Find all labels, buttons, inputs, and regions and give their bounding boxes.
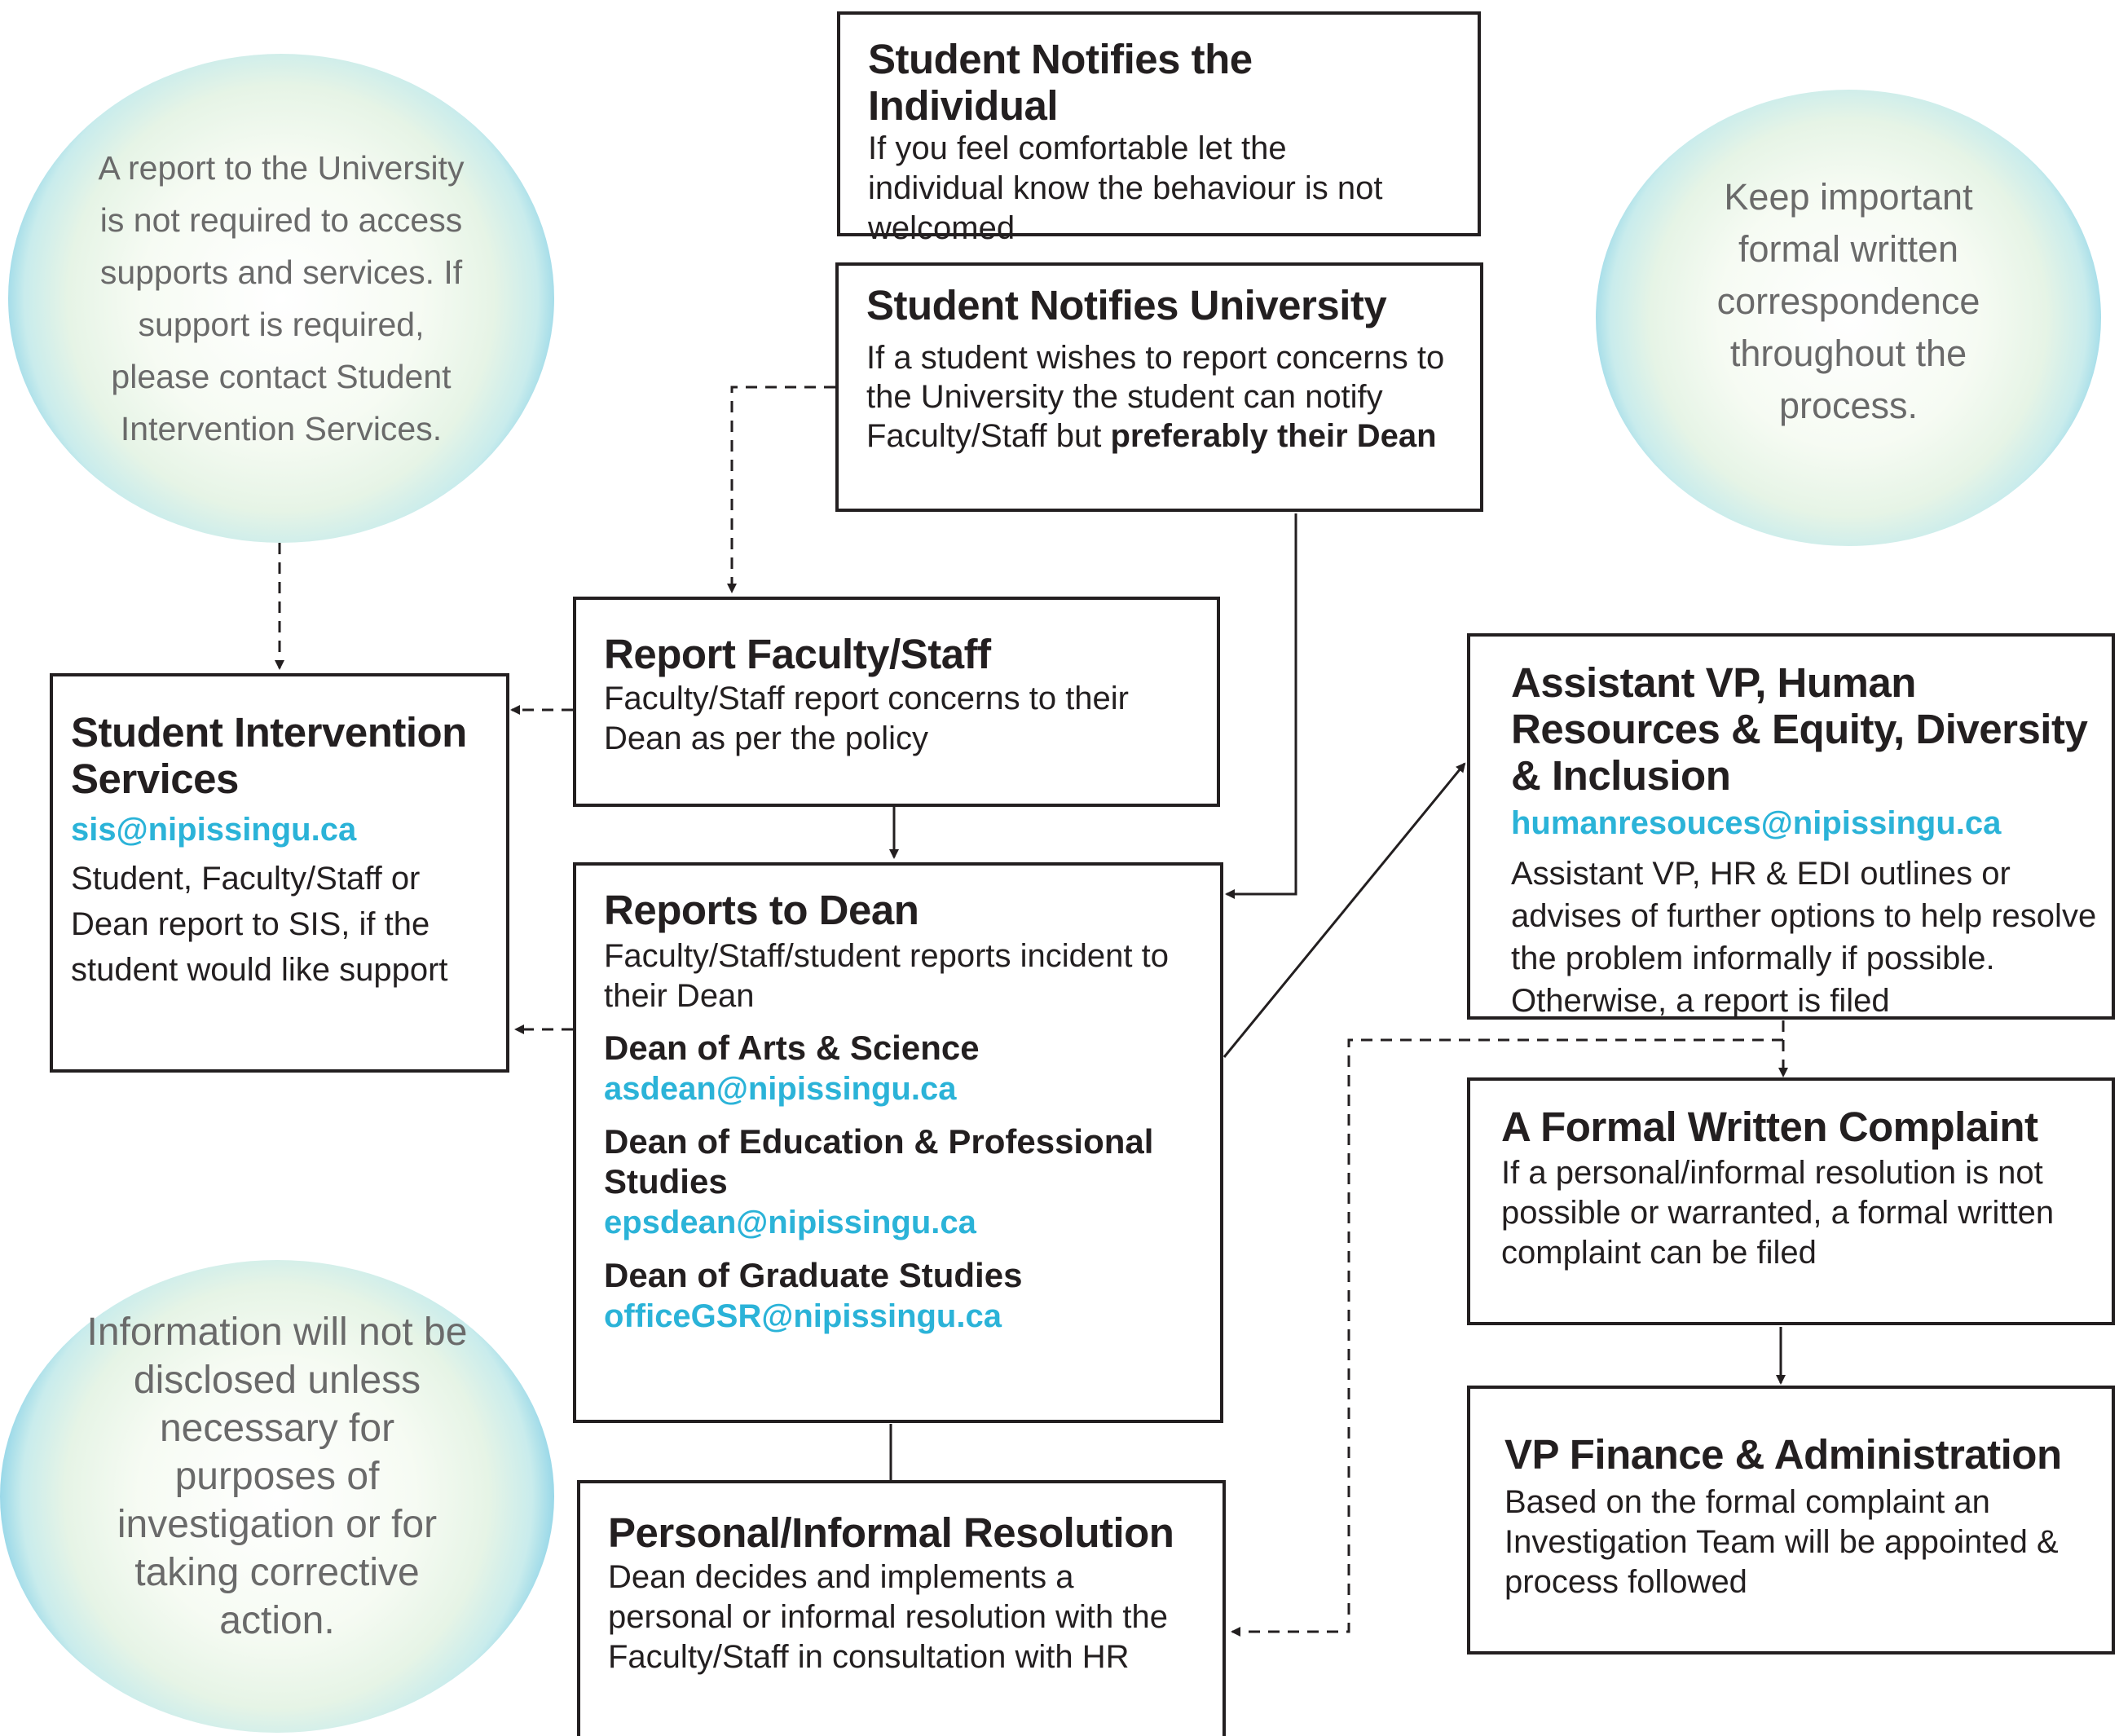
notify-university-bold: preferably their Dean xyxy=(1110,418,1437,454)
dean-contact-email[interactable]: officeGSR@nipissingu.ca xyxy=(604,1298,1002,1334)
sis-text: Student, Faculty/Staff or Dean report to… xyxy=(71,861,448,988)
info-circle-support: A report to the University is not requir… xyxy=(8,54,554,543)
circle-correspondence-text: Keep important formal written correspond… xyxy=(1716,176,1980,426)
dean-title: Reports to Dean xyxy=(604,887,919,933)
notify-university-title: Student Notifies University xyxy=(866,282,1387,328)
report-faculty-text: Faculty/Staff report concerns to their D… xyxy=(604,681,1130,756)
avp-email[interactable]: humanresouces@nipissingu.ca xyxy=(1511,805,2002,841)
vp-finance-title: VP Finance & Administration xyxy=(1504,1431,2062,1478)
info-circle-disclosure: Information will not be disclosed unless… xyxy=(0,1260,554,1733)
arrow-avp-to-resolution xyxy=(1231,1038,1783,1637)
avp-title: Assistant VP, Human Resources & Equity, … xyxy=(1511,659,2088,799)
sis-email[interactable]: sis@nipissingu.ca xyxy=(71,812,357,848)
avp-text: Assistant VP, HR & EDI outlines or advis… xyxy=(1511,856,2097,1019)
box-assistant-vp: Assistant VP, Human Resources & Equity, … xyxy=(1467,633,2115,1020)
info-circle-correspondence: Keep important formal written correspond… xyxy=(1596,90,2101,546)
dean-contact-name: Dean of Arts & Science xyxy=(604,1029,980,1067)
report-faculty-title: Report Faculty/Staff xyxy=(604,631,991,677)
box-report-faculty: Report Faculty/Staff Faculty/Staff repor… xyxy=(573,597,1220,807)
box-reports-to-dean: Reports to Dean Faculty/Staff/student re… xyxy=(573,862,1223,1423)
box-student-intervention-services: Student Intervention Services sis@nipiss… xyxy=(50,673,509,1073)
dean-text: Faculty/Staff/student reports incident t… xyxy=(604,938,1169,1014)
arrow-university-to-dean xyxy=(1225,513,1297,899)
dean-contact-name: Dean of Education & Professional Studies xyxy=(604,1122,1154,1201)
box-vp-finance: VP Finance & Administration Based on the… xyxy=(1467,1386,2115,1654)
complaint-text: If a personal/informal resolution is not… xyxy=(1501,1155,2055,1271)
vp-finance-text: Based on the formal complaint an Investi… xyxy=(1504,1484,2059,1600)
dean-contact-name: Dean of Graduate Studies xyxy=(604,1256,1023,1294)
complaint-title: A Formal Written Complaint xyxy=(1501,1104,2038,1150)
box-formal-written-complaint: A Formal Written Complaint If a personal… xyxy=(1467,1077,2115,1325)
resolution-text: Dean decides and implements a personal o… xyxy=(608,1559,1169,1675)
dean-contact-email[interactable]: asdean@nipissingu.ca xyxy=(604,1071,957,1107)
resolution-title: Personal/Informal Resolution xyxy=(608,1509,1174,1556)
box-personal-informal-resolution: Personal/Informal Resolution Dean decide… xyxy=(577,1480,1226,1736)
arrow-university-to-faculty xyxy=(727,386,835,593)
sis-title: Student Intervention Services xyxy=(71,709,467,802)
circle-support-text: A report to the University is not requir… xyxy=(98,149,465,447)
arrow-dean-to-avp xyxy=(1222,762,1466,1058)
notify-university-text-wrap: If a student wishes to report concerns t… xyxy=(866,338,1452,456)
notify-university-text: If a student wishes to report concerns t… xyxy=(866,340,1445,454)
circle-disclosure-text: Information will not be disclosed unless… xyxy=(86,1310,468,1642)
dean-contact-email[interactable]: epsdean@nipissingu.ca xyxy=(604,1205,976,1240)
notify-individual-text: If you feel comfortable let the individu… xyxy=(868,130,1383,246)
notify-individual-title: Student Notifies the Individual xyxy=(868,36,1253,129)
box-notify-individual: Student Notifies the Individual If you f… xyxy=(837,11,1481,246)
box-notify-university: Student Notifies University If a student… xyxy=(835,262,1483,512)
